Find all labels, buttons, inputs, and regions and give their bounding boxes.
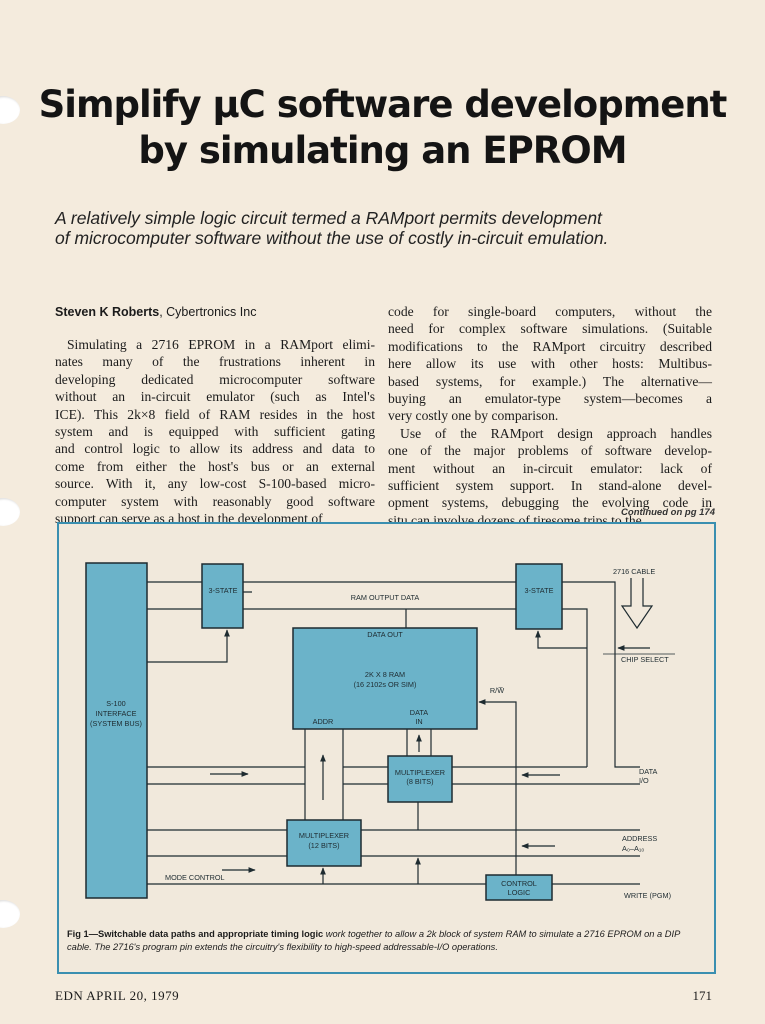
- article-subtitle: A relatively simple logic circuit termed…: [55, 208, 609, 248]
- binder-hole: [0, 498, 20, 526]
- label: 3-STATE: [525, 586, 554, 595]
- binder-hole: [0, 96, 20, 124]
- byline: Steven K Roberts, Cybertronics Inc: [55, 305, 256, 319]
- label: CONTROL: [501, 879, 537, 888]
- text-line: need for complex software simulations. (…: [388, 321, 712, 337]
- label: ADDR: [313, 717, 334, 726]
- left-column: Simulating a 2716 EPROM in a RAMport eli…: [55, 336, 375, 527]
- text-line: modifications to the RAMport circuitry d…: [388, 338, 712, 354]
- text-line: come from either the host's bus or an ex…: [55, 458, 375, 474]
- label: DATA OUT: [367, 630, 403, 639]
- label: A₀–A₁₀: [622, 844, 644, 853]
- tristate-left-block: [201, 563, 244, 629]
- label: MODE CONTROL: [165, 873, 225, 882]
- label: (12 BITS): [308, 841, 339, 850]
- cable-arrow-icon: [620, 578, 654, 630]
- page-number: 171: [692, 988, 713, 1003]
- mux8-block: [387, 755, 453, 803]
- continued-note: Continued on pg 174: [621, 507, 715, 518]
- text-line: developing dedicated microcomputer softw…: [55, 371, 375, 387]
- text-line: ment without an in-circuit emulator: lac…: [388, 460, 712, 476]
- label: CHIP SELECT: [621, 655, 669, 664]
- text-line: source. With it, any low-cost S-100-base…: [55, 476, 375, 492]
- figure-frame: [57, 522, 716, 974]
- label: LOGIC: [508, 888, 531, 897]
- caption-lead: Fig 1—Switchable data paths and appropri…: [67, 929, 324, 939]
- tristate-right-block: [515, 563, 563, 630]
- text-line: code for single-board computers, without…: [388, 304, 712, 319]
- figure-caption: Fig 1—Switchable data paths and appropri…: [67, 928, 707, 953]
- text-line: system and is equipped with sufficient g…: [55, 423, 375, 439]
- text-line: without an in-circuit emulator (such as …: [55, 389, 375, 405]
- label: 2K X 8 RAM: [365, 670, 405, 679]
- title-line: by simulating an EPROM: [138, 129, 627, 172]
- label: RAM OUTPUT DATA: [351, 593, 420, 602]
- label: ADDRESS: [622, 834, 657, 843]
- publication-footer: EDN APRIL 20, 1979: [55, 988, 180, 1003]
- mux12-block: [286, 819, 362, 867]
- text-line: buying an emulator-type system—becomes a: [388, 390, 712, 406]
- text-line: ICE). This 2k×8 field of RAM resides in …: [55, 406, 375, 422]
- text-line: Simulating a 2716 EPROM in a RAMport eli…: [67, 337, 375, 352]
- label: MULTIPLEXER: [299, 831, 349, 840]
- text-line: very costly one by comparison.: [388, 408, 559, 424]
- label: MULTIPLEXER: [395, 768, 445, 777]
- text-line: based systems, for example.) The alterna…: [388, 373, 712, 389]
- label: 3-STATE: [209, 586, 238, 595]
- text-line: computer system with reasonably good sof…: [55, 493, 375, 509]
- text-line: opment systems, debugging the evolving c…: [388, 495, 712, 511]
- binder-hole: [0, 900, 20, 928]
- text-line: and control logic to allow its address a…: [55, 441, 375, 457]
- author: Steven K Roberts: [55, 305, 160, 319]
- article-title: Simplify μC software development by simu…: [0, 82, 765, 174]
- label: (8 BITS): [406, 777, 433, 786]
- blocks: [85, 562, 563, 901]
- label: R/W̅: [490, 686, 504, 695]
- text-line: Use of the RAMport design approach handl…: [400, 425, 712, 441]
- text-line: nates many of the frustrations inherent …: [55, 354, 375, 370]
- text-line: sufficient system support. In stand-alon…: [388, 477, 712, 493]
- label: IN: [415, 717, 422, 726]
- text-line: here allow its use with other hosts: Mul…: [388, 356, 712, 372]
- label: INTERFACE: [96, 709, 137, 718]
- label: S-100: [106, 699, 125, 708]
- label: (16 2102s OR SIM): [354, 680, 417, 689]
- caption-text: work together to allow a 2k block of sys…: [67, 929, 680, 952]
- text-line: one of the major problems of software de…: [388, 443, 712, 459]
- title-line: Simplify μC software development: [38, 83, 728, 126]
- label: WRITE (PGM): [624, 891, 671, 900]
- label: I/O: [639, 776, 649, 785]
- label: DATA: [410, 708, 429, 717]
- s100-interface-block: [85, 562, 148, 899]
- label: DATA: [639, 767, 658, 776]
- label: (SYSTEM BUS): [90, 719, 142, 728]
- control-logic-block: [485, 874, 553, 901]
- ram-block: [292, 627, 478, 730]
- right-column: code for single-board computers, without…: [388, 303, 712, 529]
- affiliation: , Cybertronics Inc: [159, 305, 257, 319]
- label: 2716 CABLE: [613, 567, 655, 576]
